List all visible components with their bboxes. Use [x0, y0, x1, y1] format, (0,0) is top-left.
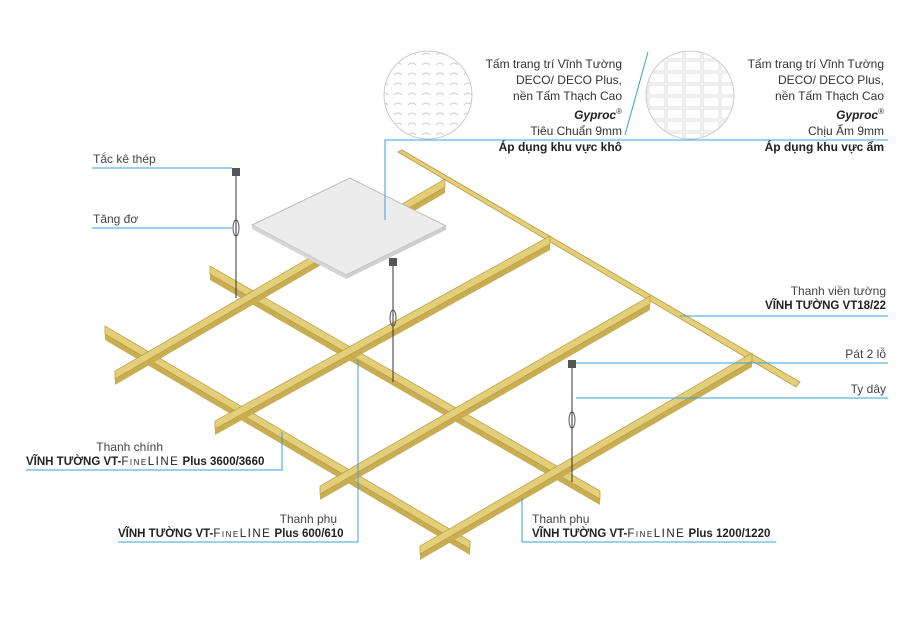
steel-anchor-icon — [232, 168, 240, 176]
label-wall-angle-name: VĨNH TƯỜNG VT18/22 — [765, 300, 886, 312]
label-cross-tee-1200-title: Thanh phụ — [532, 512, 590, 526]
cross-tee-1200-bar-web — [320, 304, 650, 500]
hanger-rods — [235, 172, 573, 482]
callout-lines — [26, 139, 888, 543]
main-tee-bar-web — [105, 334, 470, 555]
panel-line: nền Tấm Thạch Cao Gyproc® — [732, 88, 884, 123]
label-cross-tee-600-title: Thanh phụ — [279, 512, 337, 526]
name-prefix: VĨNH TƯỜNG VT- — [532, 528, 628, 540]
two-hole-bracket-icon — [568, 360, 576, 368]
label-bracket: Pát 2 lỗ — [845, 347, 886, 361]
registered-mark: ® — [616, 107, 622, 116]
dry-panel-description: Tấm trang trí Vĩnh Tường DECO/ DECO Plus… — [470, 56, 622, 155]
steel-anchor-icon — [389, 258, 397, 266]
panel-line: Chịu Ẩm 9mm — [807, 124, 884, 138]
moist-panel-sample — [645, 50, 735, 140]
panel-line: DECO/ DECO Plus, — [515, 73, 622, 87]
label-main-tee-title: Thanh chính — [96, 440, 163, 454]
label-turnbuckle: Tăng đơ — [93, 212, 139, 226]
label-main-tee-name: VĨNH TƯỜNG VT-FineLINE Plus 3600/3660 — [26, 455, 264, 470]
label-wall-angle-title: Thanh viền tường — [790, 284, 886, 298]
wall-angle-bar — [397, 149, 801, 388]
brand-gyproc: Gyproc — [836, 108, 879, 122]
panel-line: Tấm trang trí Vĩnh Tường — [485, 57, 622, 71]
brand-gyproc: Gyproc — [574, 108, 617, 122]
turnbuckle-icon — [568, 411, 576, 429]
label-steel-anchor: Tắc kê thép — [93, 152, 156, 166]
name-suffix: Plus 3600/3660 — [182, 456, 265, 468]
name-prefix: VĨNH TƯỜNG VT- — [118, 528, 214, 540]
ceiling-panel — [250, 177, 448, 279]
cross-tee-1200-bar — [319, 295, 651, 495]
name-series: FineLINE — [627, 528, 686, 540]
panel-line: Tấm trang trí Vĩnh Tường — [747, 57, 884, 71]
cross-tee-1200-bar-web — [420, 361, 752, 560]
panel-line-text: nền Tấm Thạch Cao — [775, 89, 884, 103]
panel-line: Tiêu Chuẩn 9mm — [530, 124, 622, 138]
cross-tee-1200-bar — [214, 235, 551, 430]
moist-panel-description: Tấm trang trí Vĩnh Tường DECO/ DECO Plus… — [732, 56, 884, 155]
turnbuckle-icon — [389, 309, 397, 327]
main-tee-bar — [209, 265, 601, 500]
panel-apply-area: Áp dụng khu vực ẩm — [764, 140, 884, 154]
panel-line-text: nền Tấm Thạch Cao — [513, 89, 622, 103]
name-prefix: VĨNH TƯỜNG VT- — [26, 456, 122, 468]
cross-tee-1200-bar — [419, 352, 753, 555]
main-tee-bar-web — [210, 274, 600, 505]
name-suffix: Plus 600/610 — [274, 528, 344, 540]
panel-apply-area: Áp dụng khu vực khô — [498, 140, 622, 154]
panel-line: DECO/ DECO Plus, — [777, 73, 884, 87]
label-cross-tee-1200-name: VĨNH TƯỜNG VT-FineLINE Plus 1200/1220 — [532, 527, 770, 542]
label-cross-tee-600-name: VĨNH TƯỜNG VT-FineLINE Plus 600/610 — [118, 527, 344, 542]
cross-tee-1200-bar-web — [215, 244, 550, 435]
turnbuckle-icon — [232, 219, 240, 237]
label-wire-rod: Ty dây — [850, 382, 886, 396]
dry-panel-sample — [383, 50, 473, 140]
name-series: FineLINE — [121, 456, 180, 468]
registered-mark: ® — [878, 107, 884, 116]
divider-line — [624, 51, 649, 136]
name-suffix: Plus 1200/1220 — [688, 528, 771, 540]
name-series: FineLINE — [213, 528, 272, 540]
panel-line: nền Tấm Thạch Cao Gyproc® — [470, 88, 622, 123]
